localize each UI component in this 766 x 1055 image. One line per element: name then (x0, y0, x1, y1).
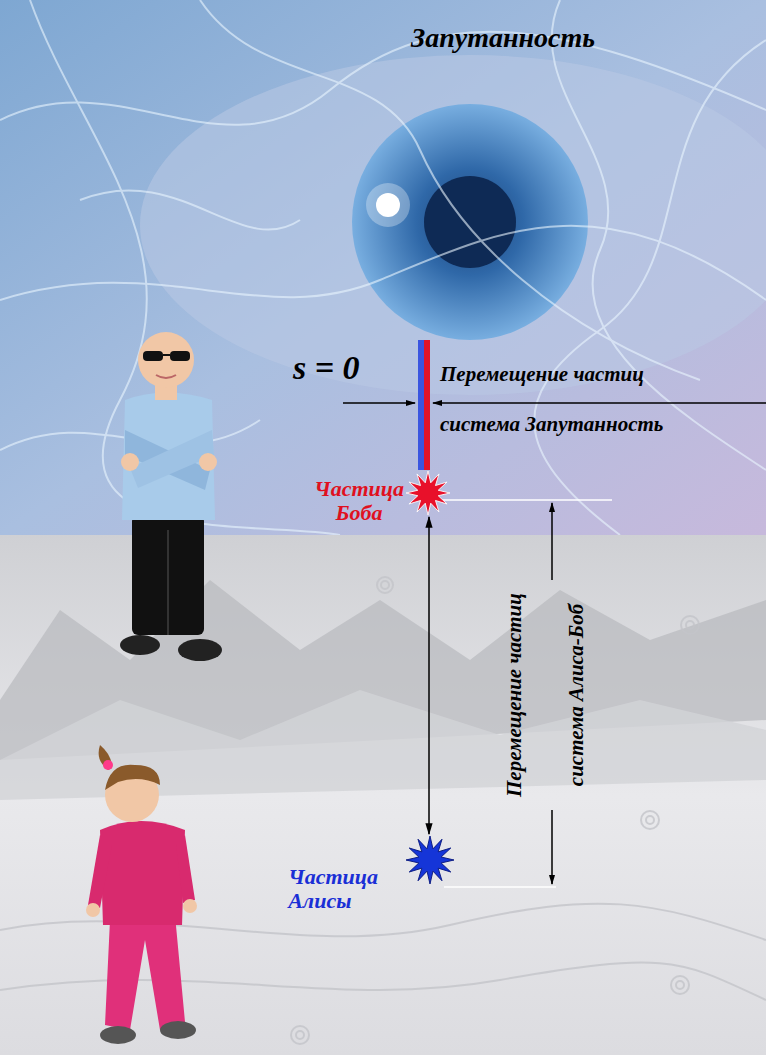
entanglement-bar (418, 340, 430, 470)
star-shape (406, 471, 450, 515)
top-background (0, 0, 766, 535)
bottom-background (0, 535, 766, 1055)
light-strands (0, 0, 766, 535)
axis-label: Перемещение частиц (440, 362, 644, 386)
axis-label: Перемещение частиц (502, 593, 526, 797)
star-shape (406, 836, 454, 884)
swirls (0, 577, 766, 1044)
dimension-lines (343, 403, 766, 884)
particle-label: Частица Алисы (288, 865, 378, 913)
particle-star: Частица Боба (406, 471, 450, 515)
star-outline (406, 471, 450, 515)
particle-label: Частица Боба (314, 477, 404, 525)
star-outline (406, 836, 454, 884)
girl-figure (86, 745, 197, 1044)
boy-figure (120, 332, 222, 661)
axis-label: система Запутанность (440, 412, 663, 436)
title: Запутанность (411, 22, 595, 54)
connector-arrow (428, 517, 430, 834)
extension-lines (438, 500, 612, 887)
particle-star: Частица Алисы (406, 836, 454, 884)
displacement-value: s = 0 (293, 348, 360, 387)
axis-label: система Алиса-Боб (564, 604, 588, 786)
